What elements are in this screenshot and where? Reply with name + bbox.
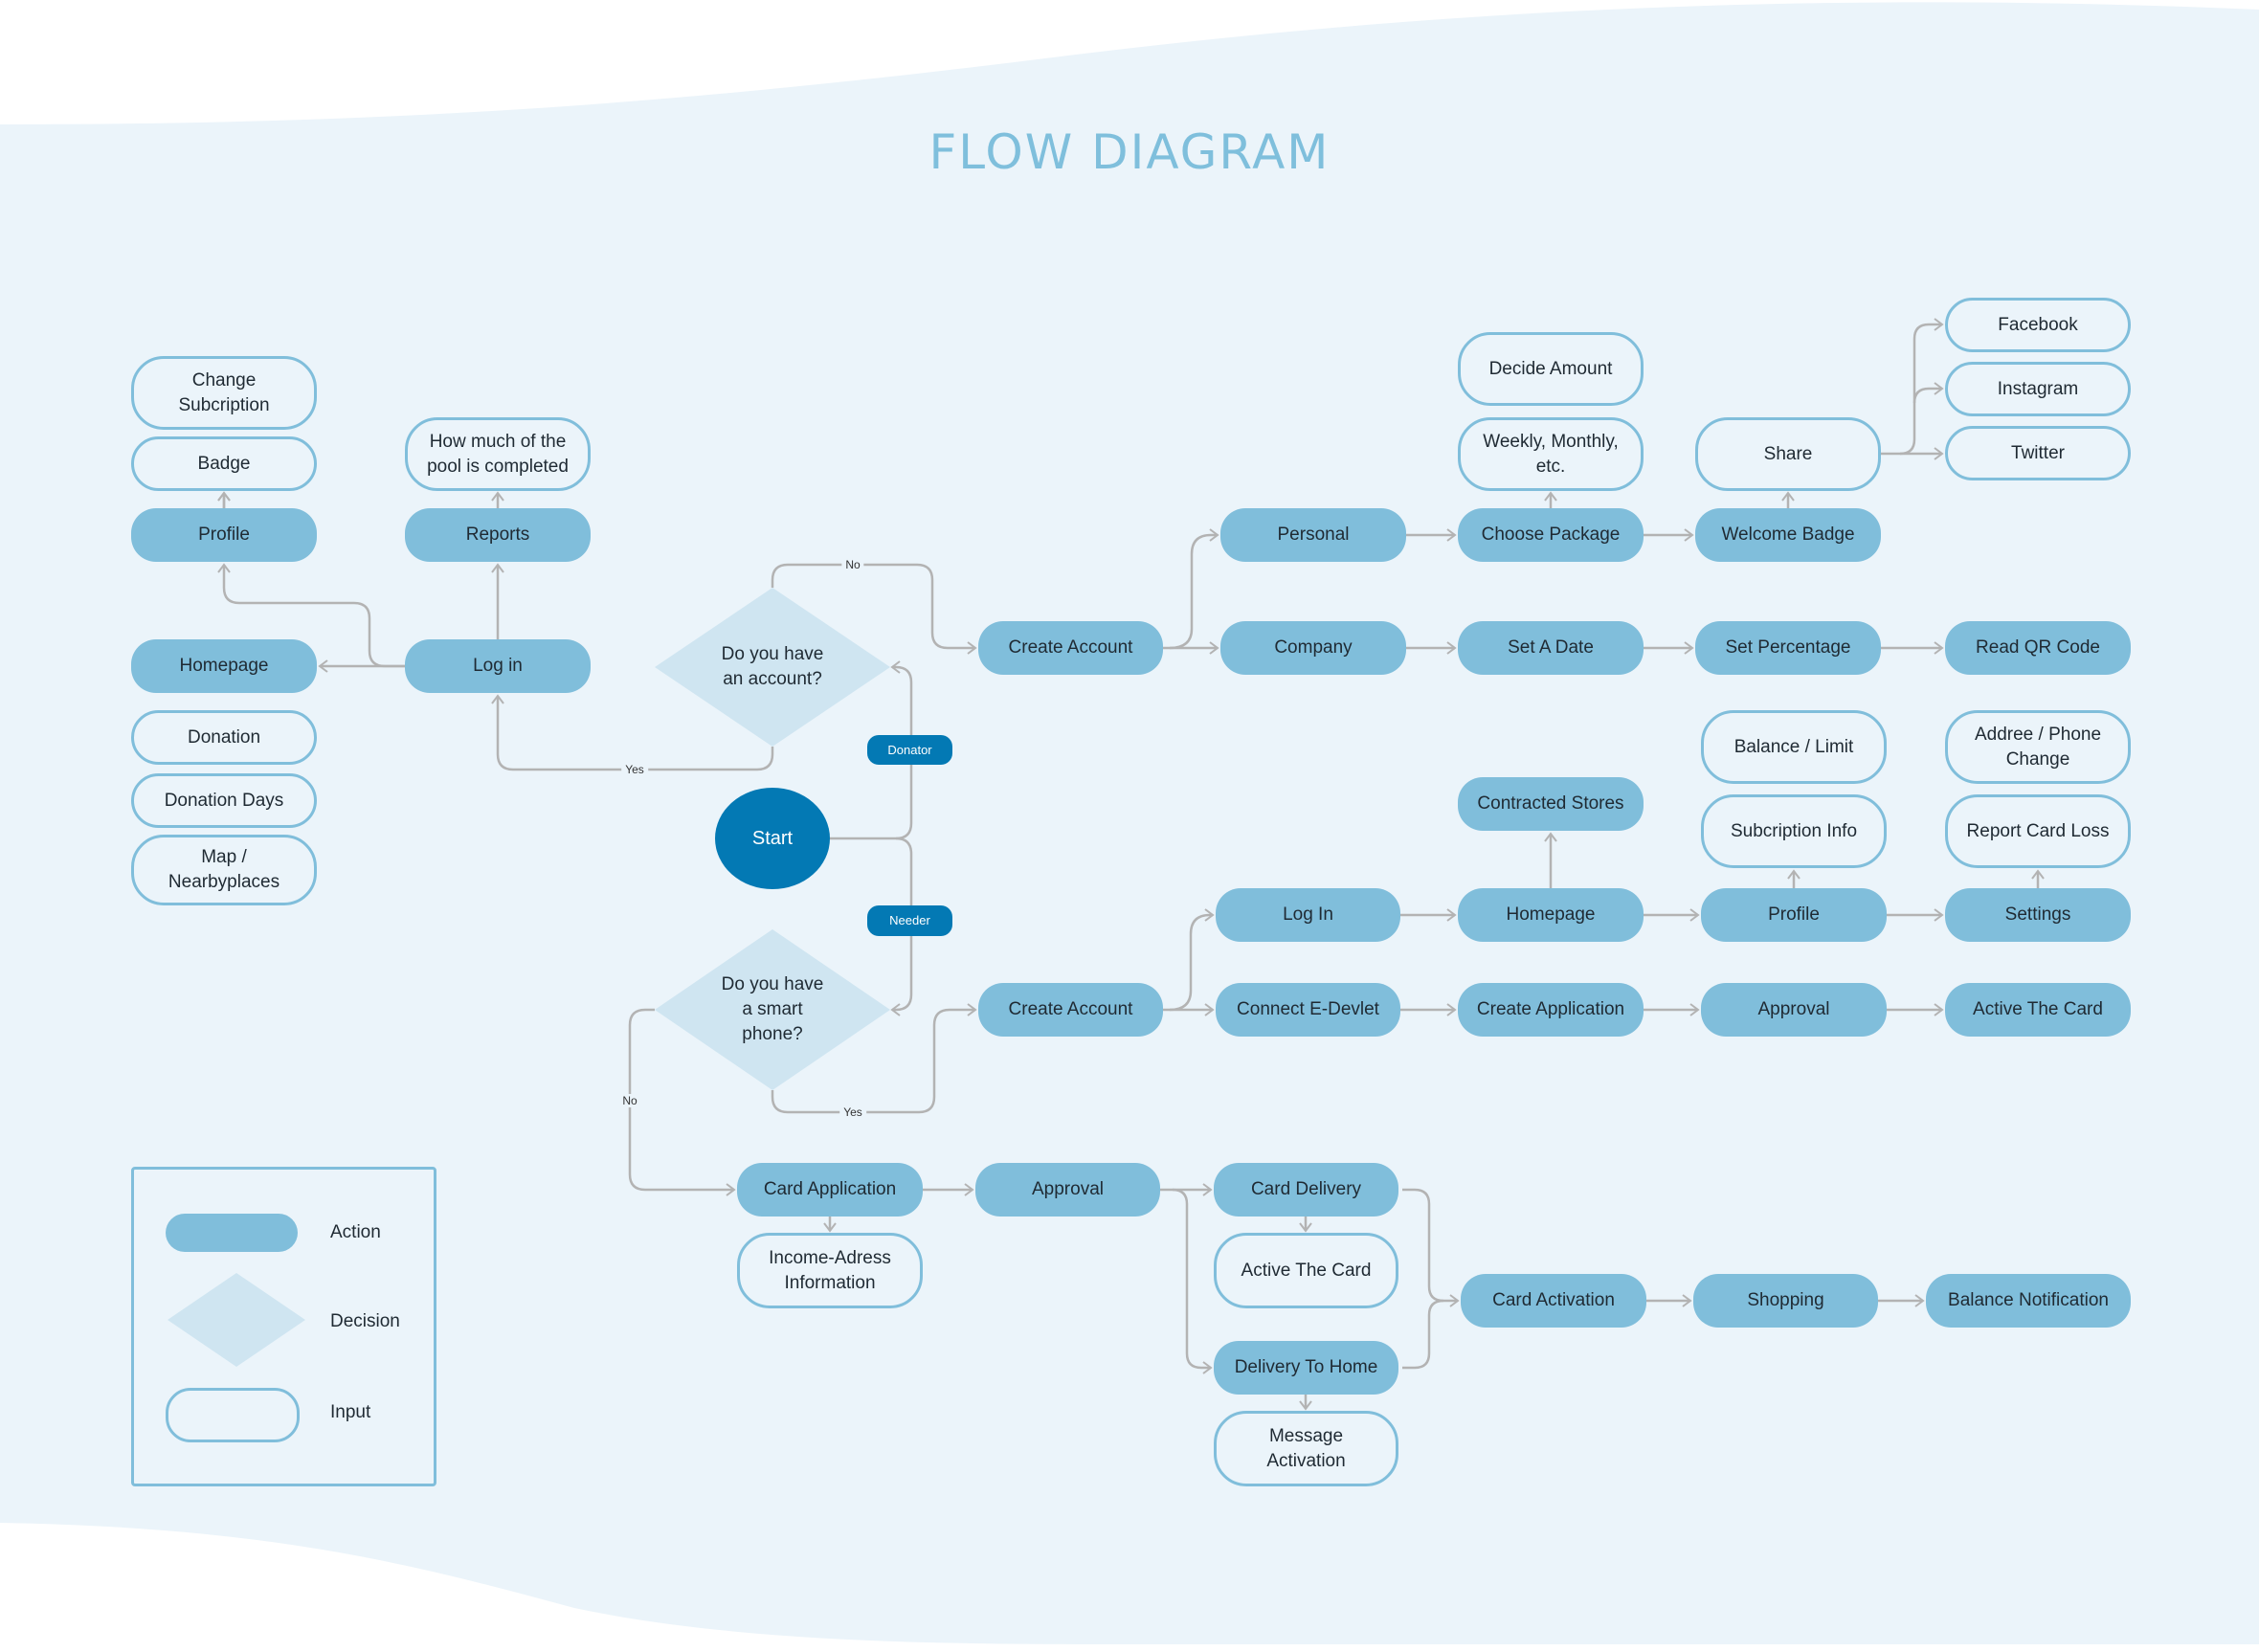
legend-input-label: Input xyxy=(330,1402,371,1422)
edge-start-needer xyxy=(890,837,913,1016)
input-instagram[interactable]: Instagram xyxy=(1945,362,2131,416)
legend: Action Decision Input xyxy=(131,1167,436,1486)
decision-diamond-account xyxy=(655,588,890,747)
action-profile[interactable]: Profile xyxy=(131,508,317,562)
action-create-account[interactable]: Create Account xyxy=(978,983,1163,1037)
edge-login-to-profile xyxy=(217,563,405,668)
role-donator[interactable]: Donator xyxy=(867,735,952,765)
legend-decision-swatch xyxy=(168,1273,305,1367)
page-title: FLOW DIAGRAM xyxy=(928,124,1331,180)
action-contracted-stores[interactable]: Contracted Stores xyxy=(1458,777,1644,831)
decision-diamond-phone xyxy=(655,929,890,1090)
input-twitter[interactable]: Twitter xyxy=(1945,426,2131,480)
legend-input-swatch xyxy=(166,1388,300,1442)
action-read-qr-code[interactable]: Read QR Code xyxy=(1945,621,2131,675)
edge-label-yes: Yes xyxy=(621,763,648,776)
input-pool-completed[interactable]: How much of the pool is completed xyxy=(405,417,591,491)
action-reports[interactable]: Reports xyxy=(405,508,591,562)
edge-delivery-to-activation xyxy=(1402,1188,1460,1307)
action-balance-notification[interactable]: Balance Notification xyxy=(1926,1274,2131,1328)
edge-label-no: No xyxy=(618,1094,641,1107)
edge-share-to-instagram xyxy=(1899,382,1944,456)
input-active-the-card[interactable]: Active The Card xyxy=(1214,1233,1398,1308)
action-settings[interactable]: Settings xyxy=(1945,888,2131,942)
action-choose-package[interactable]: Choose Package xyxy=(1458,508,1644,562)
input-income-address[interactable]: Income-Adress Information xyxy=(737,1233,923,1308)
edge-create-to-login xyxy=(1169,908,1215,1012)
input-subscription-info[interactable]: Subcription Info xyxy=(1701,794,1887,868)
decision-account-label: Do you have an account? xyxy=(721,644,824,689)
legend-action-swatch xyxy=(166,1214,298,1252)
edge-label-no: No xyxy=(841,558,864,571)
action-welcome-badge[interactable]: Welcome Badge xyxy=(1695,508,1881,562)
action-homepage[interactable]: Homepage xyxy=(131,639,317,693)
input-donation[interactable]: Donation xyxy=(131,710,317,765)
action-personal[interactable]: Personal xyxy=(1220,508,1406,562)
input-weekly-monthly[interactable]: Weekly, Monthly, etc. xyxy=(1458,417,1644,491)
input-facebook[interactable]: Facebook xyxy=(1945,298,2131,352)
action-profile[interactable]: Profile xyxy=(1701,888,1887,942)
action-create-account[interactable]: Create Account xyxy=(978,621,1163,675)
input-map-nearby[interactable]: Map / Nearbyplaces xyxy=(131,835,317,905)
action-approval[interactable]: Approval xyxy=(1701,983,1887,1037)
legend-decision-label: Decision xyxy=(330,1311,400,1331)
action-log-in[interactable]: Log In xyxy=(1216,888,1400,942)
action-card-activation[interactable]: Card Activation xyxy=(1461,1274,1646,1328)
decision-phone-label: Do you have a smart phone? xyxy=(721,974,824,1044)
edge-share-to-facebook xyxy=(1912,318,1944,403)
input-badge[interactable]: Badge xyxy=(131,436,317,491)
action-delivery-to-home[interactable]: Delivery To Home xyxy=(1214,1341,1398,1395)
edge-label-yes: Yes xyxy=(839,1105,866,1119)
action-card-application[interactable]: Card Application xyxy=(737,1163,923,1217)
input-donation-days[interactable]: Donation Days xyxy=(131,773,317,828)
action-log-in[interactable]: Log in xyxy=(405,639,591,693)
role-needer[interactable]: Needer xyxy=(867,905,952,936)
start-node[interactable]: Start xyxy=(715,788,830,889)
edge-create-to-personal xyxy=(1169,528,1219,650)
action-approval[interactable]: Approval xyxy=(975,1163,1160,1217)
action-active-the-card[interactable]: Active The Card xyxy=(1945,983,2131,1037)
action-create-application[interactable]: Create Application xyxy=(1458,983,1644,1037)
input-decide-amount[interactable]: Decide Amount xyxy=(1458,332,1644,406)
action-set-percentage[interactable]: Set Percentage xyxy=(1695,621,1881,675)
action-set-a-date[interactable]: Set A Date xyxy=(1458,621,1644,675)
action-homepage[interactable]: Homepage xyxy=(1458,888,1644,942)
input-message-activation[interactable]: Message Activation xyxy=(1214,1411,1398,1486)
action-company[interactable]: Company xyxy=(1220,621,1406,675)
edge-phone-yes xyxy=(771,1003,977,1114)
action-card-delivery[interactable]: Card Delivery xyxy=(1214,1163,1398,1217)
input-share[interactable]: Share xyxy=(1695,417,1881,491)
action-shopping[interactable]: Shopping xyxy=(1693,1274,1878,1328)
input-change-subscription[interactable]: Change Subcription xyxy=(131,356,317,430)
legend-action-label: Action xyxy=(330,1222,381,1242)
input-report-card-loss[interactable]: Report Card Loss xyxy=(1945,794,2131,868)
input-balance-limit[interactable]: Balance / Limit xyxy=(1701,710,1887,784)
action-connect-edevlet[interactable]: Connect E-Devlet xyxy=(1216,983,1400,1037)
input-address-phone-change[interactable]: Addree / Phone Change xyxy=(1945,710,2131,784)
edge-decision-no-to-create xyxy=(771,563,977,655)
edge-approval-to-home xyxy=(1172,1188,1213,1374)
edge-home-to-activation xyxy=(1402,1299,1444,1370)
